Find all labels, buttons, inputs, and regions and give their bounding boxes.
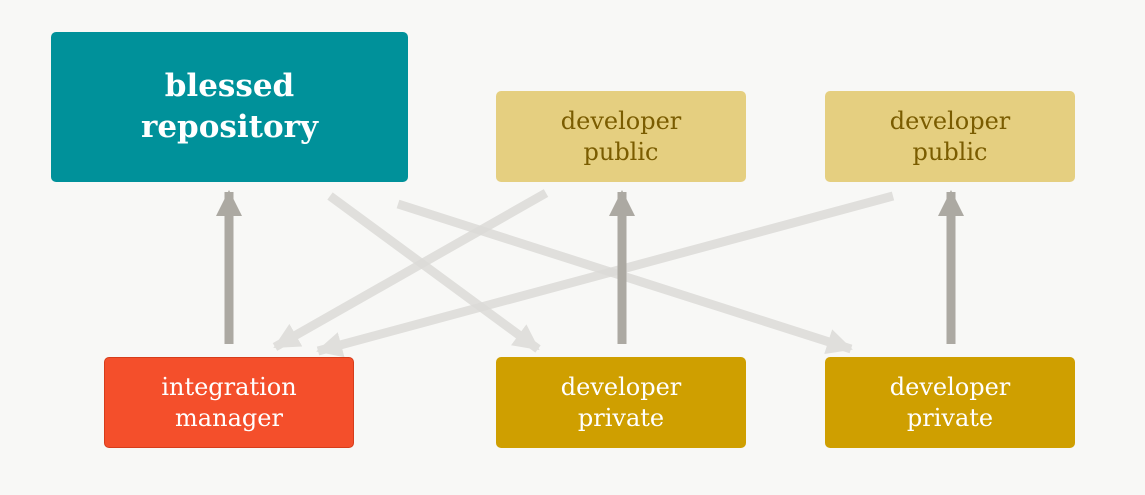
developer-public-2-line2: public <box>912 137 988 166</box>
integration-manager-line2: manager <box>175 403 283 432</box>
developer-public-2-line1: developer <box>889 106 1011 135</box>
developer-public-1-line1: developer <box>560 106 682 135</box>
blessed-repository-line1: blessed <box>164 68 295 104</box>
integration-manager-node: integration manager <box>104 357 354 448</box>
arrow-public-2-to-integration <box>316 191 895 358</box>
developer-public-1-line2: public <box>583 137 659 166</box>
developer-private-2-line2: private <box>906 403 994 432</box>
developer-private-2-line1: developer <box>889 372 1011 401</box>
developer-public-node-1: developer public <box>496 91 746 182</box>
blessed-repository-node: blessed repository <box>51 32 408 182</box>
developer-private-1-line2: private <box>577 403 665 432</box>
blessed-repository-line2: repository <box>141 109 318 145</box>
developer-private-node-1: developer private <box>496 357 746 448</box>
developer-private-node-2: developer private <box>825 357 1075 448</box>
developer-public-node-2: developer public <box>825 91 1075 182</box>
arrow-blessed-to-private-1 <box>327 192 541 353</box>
integration-manager-line1: integration <box>161 372 297 401</box>
developer-private-1-line1: developer <box>560 372 682 401</box>
arrow-public-1-to-integration <box>272 189 549 351</box>
